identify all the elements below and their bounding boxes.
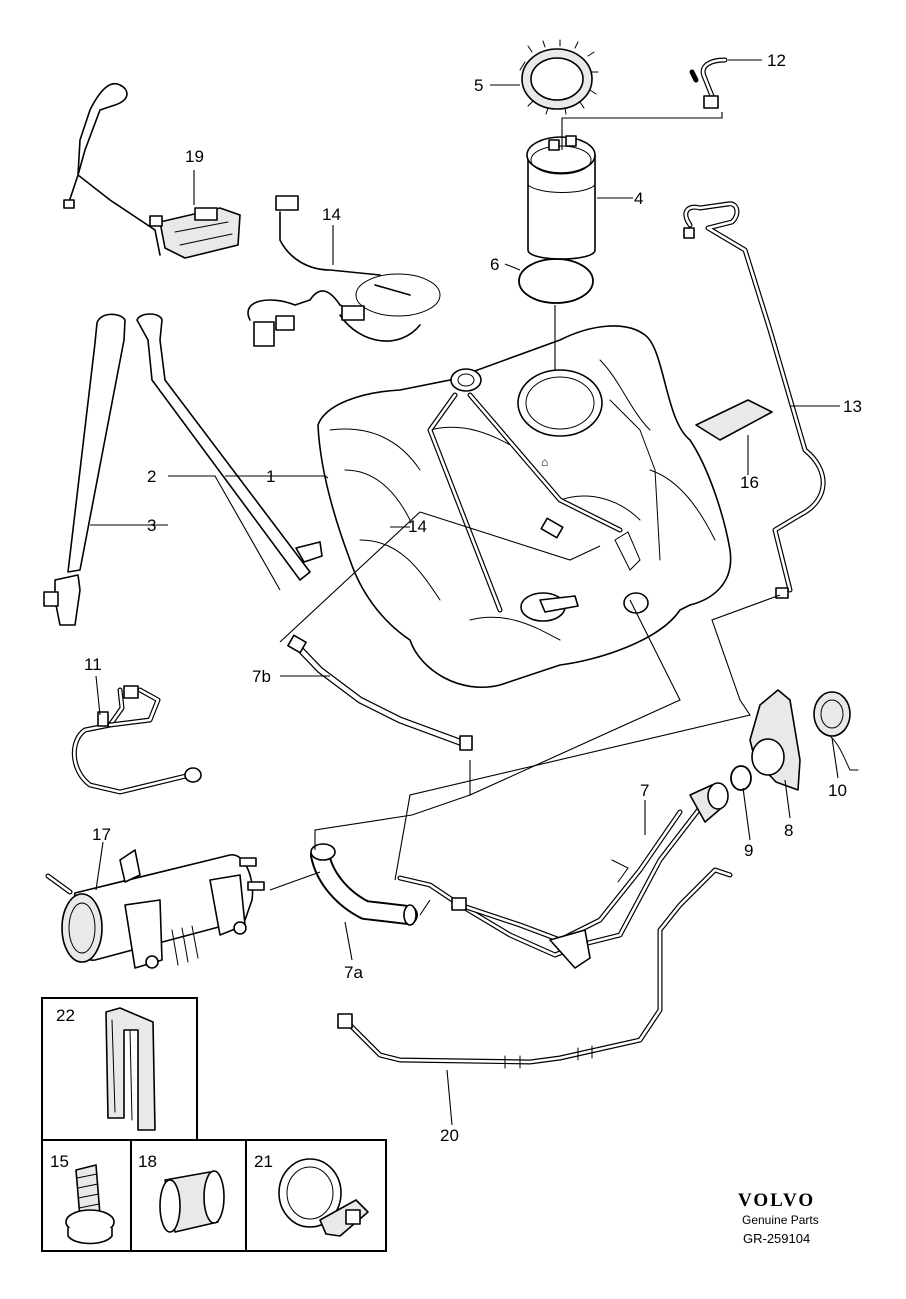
fitting-part-12 bbox=[689, 57, 728, 109]
volvo-logo-text: VOLVO bbox=[738, 1190, 815, 1211]
genuine-parts-text: Genuine Parts bbox=[742, 1213, 819, 1227]
vent-line-part-20 bbox=[337, 867, 733, 1069]
wiring-harness-part-14 bbox=[247, 195, 441, 347]
callout-18: 18 bbox=[138, 1152, 157, 1171]
callout-numbers: 1 2 3 4 5 6 7 7a 7b 8 9 10 11 12 13 14 1… bbox=[50, 51, 862, 1171]
callout-20: 20 bbox=[440, 1126, 459, 1145]
callout-19: 19 bbox=[185, 147, 204, 166]
callout-21: 21 bbox=[254, 1152, 273, 1171]
seal-part-9 bbox=[730, 765, 752, 791]
callout-16: 16 bbox=[740, 473, 759, 492]
evap-canister-part-17 bbox=[45, 849, 265, 969]
diagram-code: GR-259104 bbox=[743, 1231, 810, 1246]
callout-13: 13 bbox=[843, 397, 862, 416]
callout-8: 8 bbox=[784, 821, 793, 840]
strap-part-2 bbox=[136, 313, 323, 581]
callout-3: 3 bbox=[147, 516, 156, 535]
filler-neck-part-8 bbox=[749, 689, 801, 791]
fuel-line-part-13 bbox=[683, 201, 826, 599]
callout-14-upper: 14 bbox=[322, 205, 341, 224]
hose-part-7b bbox=[287, 634, 473, 751]
callout-2: 2 bbox=[147, 467, 156, 486]
clamp-part-21 bbox=[278, 1158, 369, 1237]
callout-22: 22 bbox=[56, 1006, 75, 1025]
svg-text:⌂: ⌂ bbox=[541, 455, 548, 469]
sleeve-part-18 bbox=[159, 1170, 225, 1233]
callout-10: 10 bbox=[828, 781, 847, 800]
fuel-tank-part-1: ⌂ bbox=[317, 325, 732, 688]
filler-pipe-part-7 bbox=[397, 782, 729, 969]
callout-15: 15 bbox=[50, 1152, 69, 1171]
accessory-parts-panel bbox=[41, 997, 387, 1252]
line-part-11 bbox=[71, 685, 202, 795]
seal-part-6 bbox=[518, 258, 594, 304]
callout-6: 6 bbox=[490, 255, 499, 274]
pad-part-16 bbox=[695, 399, 773, 441]
callout-1: 1 bbox=[266, 467, 275, 486]
fuel-cap-part-10 bbox=[813, 691, 859, 771]
bolt-part-15 bbox=[65, 1164, 115, 1245]
strap-part-3 bbox=[43, 313, 126, 626]
callout-12: 12 bbox=[767, 51, 786, 70]
callout-11: 11 bbox=[84, 655, 102, 674]
clip-part-22 bbox=[105, 1007, 156, 1131]
callout-7b: 7b bbox=[252, 667, 271, 686]
callout-14-lower: 14 bbox=[408, 517, 427, 536]
callout-5: 5 bbox=[474, 76, 483, 95]
fuel-pump-part-4 bbox=[526, 135, 596, 260]
callout-7: 7 bbox=[640, 781, 649, 800]
callout-17: 17 bbox=[92, 825, 111, 844]
lock-ring-part-5 bbox=[519, 39, 599, 115]
footer: VOLVO Genuine Parts GR-259104 bbox=[738, 1190, 819, 1246]
level-sensor-part-19 bbox=[63, 83, 241, 259]
leader-lines bbox=[90, 59, 840, 1126]
hose-part-7a bbox=[310, 843, 418, 926]
callout-9: 9 bbox=[744, 841, 753, 860]
callout-7a: 7a bbox=[344, 963, 363, 982]
callout-4: 4 bbox=[634, 189, 643, 208]
